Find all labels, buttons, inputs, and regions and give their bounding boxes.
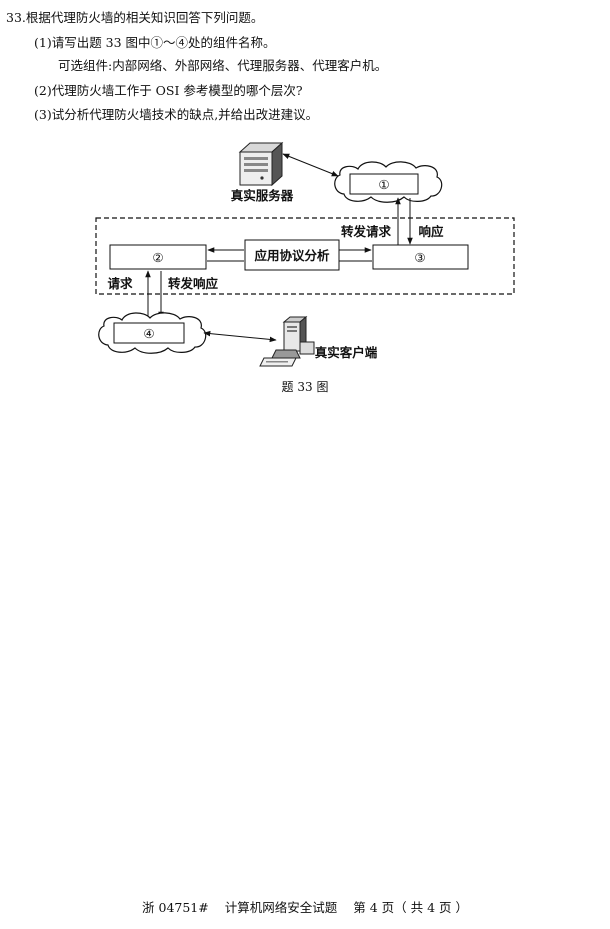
- cloud-4-label: ④: [143, 326, 154, 341]
- question-part-3: (3)试分析代理防火墙技术的缺点,并给出改进建议。: [34, 107, 319, 122]
- server-tower-icon: [238, 141, 284, 187]
- request-label: 请求: [107, 276, 133, 291]
- question-part-1: (1)请写出题 33 图中①～④处的组件名称。: [34, 35, 276, 50]
- question-part-2: (2)代理防火墙工作于 OSI 参考模型的哪个层次?: [34, 83, 303, 98]
- question-options: 可选组件:内部网络、外部网络、代理服务器、代理客户机。: [58, 58, 388, 73]
- forward-response-label: 转发响应: [168, 276, 219, 291]
- figure-caption: 题 33 图: [282, 380, 329, 394]
- protocol-analysis-box: [244, 239, 340, 271]
- box-3-label: ③: [414, 250, 425, 265]
- forward-request-label: 转发请求: [341, 224, 392, 239]
- box-2-label: ②: [152, 250, 163, 265]
- server-cloud1-arrow: [282, 153, 339, 177]
- footer-page: 第 4 页（ 共 4 页 ）: [353, 900, 468, 915]
- footer-subject: 计算机网络安全试题: [224, 900, 338, 915]
- server-label: 真实服务器: [231, 188, 294, 203]
- desktop-computer-icon: [259, 315, 315, 367]
- response-label: 响应: [418, 224, 444, 239]
- box-3: [372, 244, 469, 270]
- cloud-1: [334, 161, 443, 203]
- box-2: [109, 244, 207, 270]
- question-title: 33.根据代理防火墙的相关知识回答下列问题。: [6, 10, 264, 25]
- client-label: 真实客户端: [315, 345, 378, 360]
- cloud4-client-arrow: [203, 330, 277, 343]
- protocol-analysis-label: 应用协议分析: [254, 248, 330, 263]
- page-footer: 浙 04751# 计算机网络安全试题 第 4 页（ 共 4 页 ）: [0, 900, 610, 916]
- cloud-1-label: ①: [378, 177, 389, 192]
- footer-code: 浙 04751#: [142, 900, 209, 915]
- firewall-boundary: [95, 217, 515, 295]
